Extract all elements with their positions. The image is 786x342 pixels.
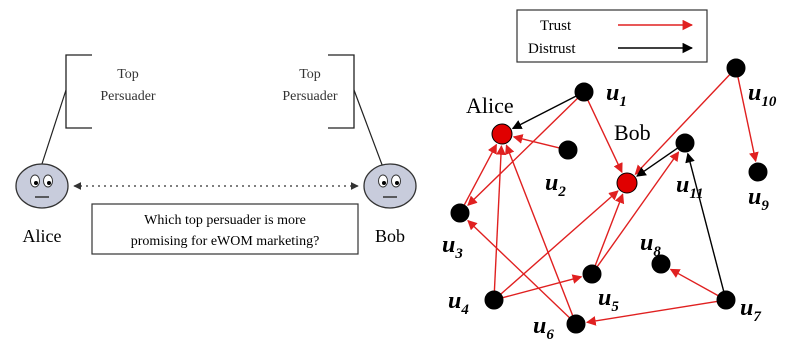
node-u9 xyxy=(748,162,768,182)
alice-top-persuader-bracket: Top Persuader xyxy=(39,54,156,171)
edge-u2-to-alice xyxy=(512,134,560,149)
network-nodes xyxy=(450,58,768,334)
node-u1 xyxy=(574,82,594,102)
node-u10 xyxy=(726,58,746,78)
node-alice xyxy=(491,123,513,145)
bob-bracket-line2: Persuader xyxy=(282,89,338,104)
node-label-u7: u7 xyxy=(740,295,761,325)
node-label-u9: u9 xyxy=(748,184,769,214)
edge-u7-to-u11 xyxy=(685,152,725,292)
node-u5 xyxy=(582,264,602,284)
node-label-u2: u2 xyxy=(545,170,566,200)
alice-bracket-line2: Persuader xyxy=(100,89,156,104)
legend-distrust-label: Distrust xyxy=(528,41,576,57)
node-bob xyxy=(616,172,638,194)
edge-u4-to-u5 xyxy=(502,274,583,299)
question-box: Which top persuader is more promising fo… xyxy=(91,203,359,255)
network-edges xyxy=(463,74,759,326)
node-label-u5: u5 xyxy=(598,285,619,315)
edge-u11-to-bob xyxy=(636,147,678,177)
node-label-u10: u10 xyxy=(748,80,777,110)
bob-label: Bob xyxy=(375,226,405,246)
node-label-u11: u11 xyxy=(676,172,704,202)
edge-u7-to-u8 xyxy=(669,268,719,297)
legend: Trust Distrust xyxy=(516,9,708,63)
node-u6 xyxy=(566,314,586,334)
edge-u10-to-u9 xyxy=(737,76,759,163)
bob-top-persuader-bracket: Top Persuader xyxy=(282,54,385,171)
node-u8 xyxy=(651,254,671,274)
node-label-u3: u3 xyxy=(442,232,463,262)
bob-face-icon xyxy=(363,163,417,209)
edge-u5-to-bob xyxy=(594,193,625,266)
edge-u3-to-alice xyxy=(463,143,498,206)
edge-u1-to-bob xyxy=(587,99,623,174)
node-label-u6: u6 xyxy=(533,313,554,342)
node-u11 xyxy=(675,133,695,153)
left-panel: Top Persuader Top Persuader Alice xyxy=(15,54,417,255)
alice-face-icon xyxy=(15,163,69,209)
bob-bracket-line1: Top xyxy=(299,67,321,82)
node-u2 xyxy=(558,140,578,160)
node-label-u1: u1 xyxy=(606,80,627,110)
edge-u10-to-bob xyxy=(634,74,731,176)
edge-u1-to-alice xyxy=(511,95,577,130)
node-u4 xyxy=(484,290,504,310)
edge-u4-to-bob xyxy=(500,190,619,295)
node-label-u8: u8 xyxy=(640,230,661,260)
question-line1: Which top persuader is more xyxy=(144,213,306,228)
node-label-bob: Bob xyxy=(614,120,651,145)
edge-u4-to-alice xyxy=(493,145,506,292)
legend-trust-label: Trust xyxy=(540,18,572,34)
edge-u5-to-u11 xyxy=(596,151,680,268)
edge-u6-to-u3 xyxy=(467,219,570,319)
node-u7 xyxy=(716,290,736,310)
alice-label: Alice xyxy=(23,226,62,246)
node-label-u4: u4 xyxy=(448,288,469,318)
edge-u7-to-u6 xyxy=(585,300,718,326)
node-u3 xyxy=(450,203,470,223)
question-line2: promising for eWOM marketing? xyxy=(131,234,320,249)
alice-bracket-line1: Top xyxy=(117,67,139,82)
edge-u6-to-alice xyxy=(505,144,574,316)
edge-u1-to-u3 xyxy=(467,97,579,206)
node-label-alice: Alice xyxy=(466,93,514,118)
